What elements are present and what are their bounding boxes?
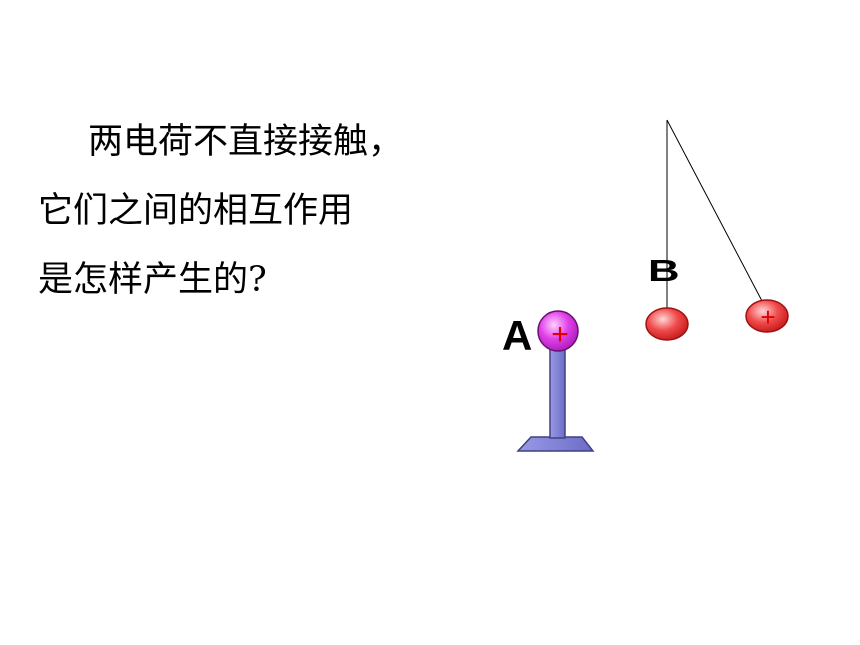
question-line-3: 是怎样产生的? bbox=[38, 260, 267, 300]
label-b: B bbox=[648, 254, 680, 288]
string-b-deflected bbox=[666, 119, 763, 302]
ball-b-deflected bbox=[745, 299, 789, 333]
stand-base bbox=[516, 436, 595, 452]
sphere-a bbox=[537, 310, 579, 352]
question-line-1: 两电荷不直接接触， bbox=[88, 122, 404, 162]
sphere-a-charge-sign: + bbox=[551, 318, 569, 351]
label-a: A bbox=[502, 312, 532, 359]
stand-pole bbox=[549, 344, 566, 439]
ball-b-rest bbox=[645, 307, 689, 341]
question-line-2: 它们之间的相互作用 bbox=[38, 191, 354, 231]
ball-b-charge-sign: + bbox=[760, 302, 775, 332]
question-text: 两电荷不直接接触， 它们之间的相互作用 是怎样产生的? bbox=[38, 108, 403, 315]
